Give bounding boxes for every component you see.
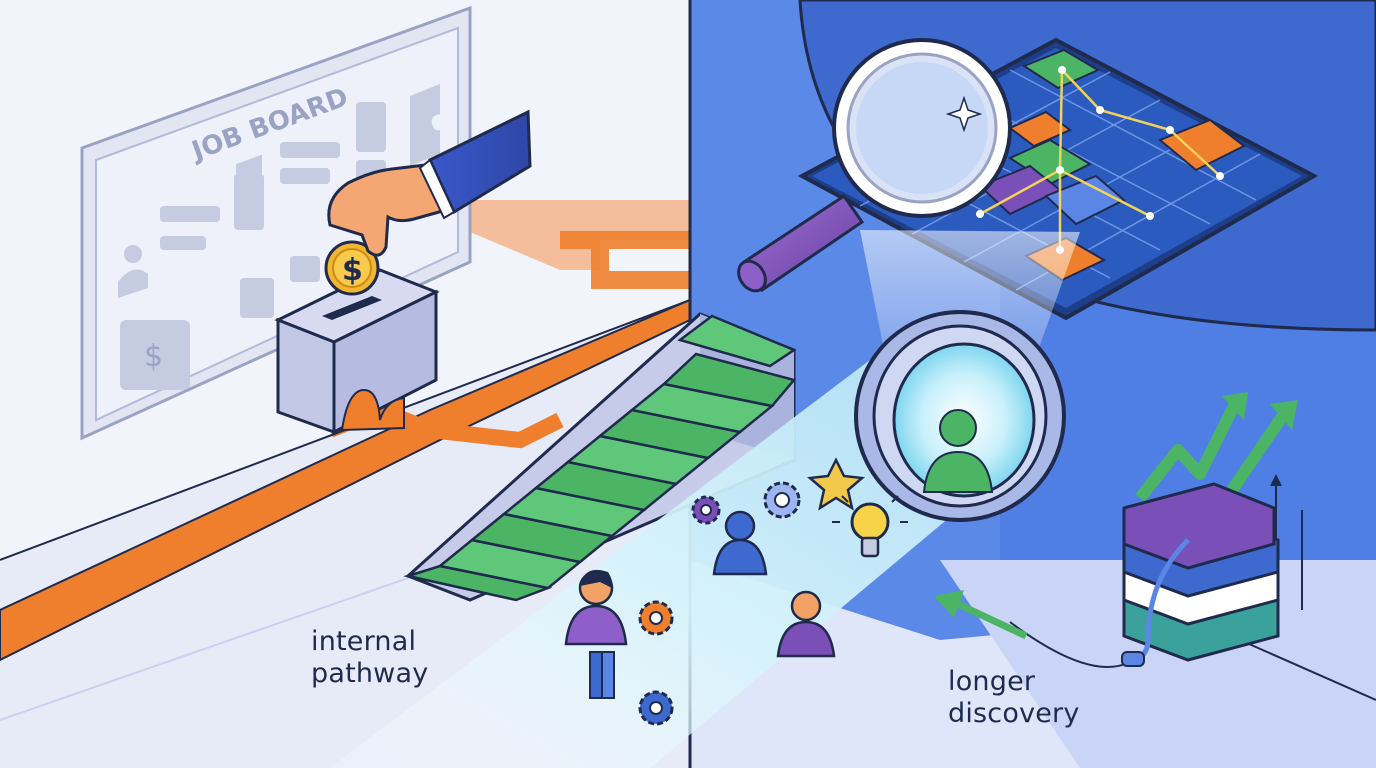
magnifier-icon: [737, 38, 1012, 293]
person-icon: [712, 510, 768, 576]
coin-box: [274, 268, 440, 435]
books-icon: [1009, 482, 1280, 668]
internal-caption-line2: pathway: [311, 658, 429, 689]
job-board-dollar: $: [144, 339, 163, 374]
person-icon: [564, 569, 628, 699]
longer-caption-line2: discovery: [948, 698, 1080, 729]
portal-icon: [854, 310, 1066, 522]
star-icon: [807, 457, 865, 511]
internal-caption-line1: internal: [311, 626, 417, 657]
hand-icon: [327, 109, 532, 257]
person-icon: [922, 409, 994, 493]
green-stairs: [403, 312, 797, 602]
lightbulb-icon: [832, 495, 908, 558]
gear-icon: [763, 481, 801, 519]
person-icon: [776, 590, 836, 658]
job-board-icon: JOB BOARD $: [80, 5, 472, 441]
gear-icon: [638, 600, 674, 636]
svg-text:$: $: [342, 253, 363, 288]
light-beam: [330, 360, 1030, 768]
gear-icon: [691, 495, 721, 525]
gear-icon: [638, 690, 674, 726]
longer-caption-line1: longer: [948, 666, 1036, 697]
internal-pathway-caption: internal pathway: [311, 626, 428, 690]
discovery-arrow-icon: [934, 590, 1028, 640]
growth-arrow-icon: [1135, 392, 1303, 610]
longer-discovery-caption: longer discovery: [948, 666, 1080, 730]
coin-icon: $: [324, 240, 380, 296]
